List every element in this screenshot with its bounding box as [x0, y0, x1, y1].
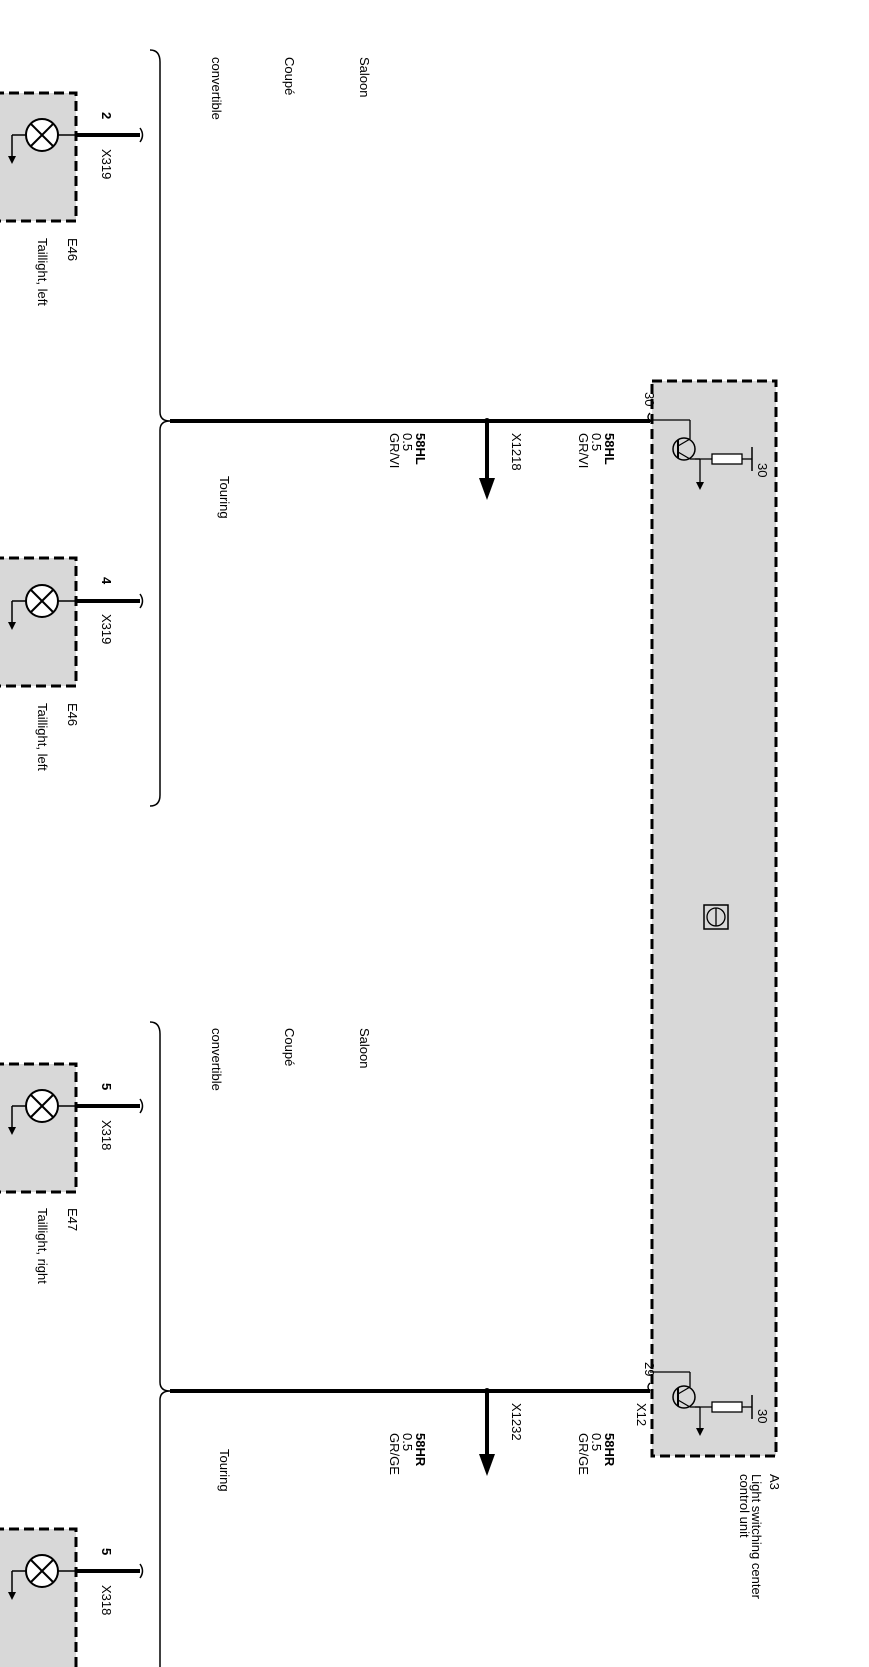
control-unit-symbol-icon — [703, 904, 729, 930]
lamp-4-connector: X318 — [99, 1585, 114, 1615]
lamp-2-name: Taillight, left — [35, 703, 50, 771]
lamp-3: 5 X318 E47 Taillight, right — [0, 1062, 144, 1284]
variant-left-coupe: Coupé — [282, 57, 297, 95]
wire-right-signal: 58HR — [602, 1433, 617, 1467]
control-unit-box — [650, 379, 778, 1458]
variant-right-convertible: convertible — [209, 1028, 224, 1091]
lamp-3-connector: X318 — [99, 1120, 114, 1150]
pin-right: 29 — [642, 1362, 657, 1376]
variant-right-touring: Touring — [217, 1449, 232, 1492]
wire-right-size-lower: 0.5 — [400, 1433, 415, 1451]
wire-left: 30 58HL 0.5 GR/VI X1218 58HL 0.5 GR/VI T… — [149, 49, 657, 807]
bulb-icon — [8, 584, 75, 630]
lamp-1: 2 X319 E46 Taillight, left — [0, 91, 144, 306]
variant-right-coupe: Coupé — [282, 1028, 297, 1066]
connector-right: X12 — [634, 1403, 649, 1426]
lamp-4: 5 X318 — [0, 1527, 144, 1667]
splice-arrow-left-icon — [479, 478, 495, 500]
variant-right-saloon: Saloon — [357, 1028, 372, 1068]
wire-left-signal-lower: 58HL — [413, 433, 428, 465]
lamp-4-pin: 5 — [99, 1548, 114, 1555]
wire-right-signal-lower: 58HR — [413, 1433, 428, 1467]
lamp-2-connector: X319 — [99, 614, 114, 644]
variant-brace-left — [149, 49, 171, 807]
splice-arrow-right-icon — [479, 1454, 495, 1476]
variant-left-touring: Touring — [217, 476, 232, 519]
output-stage-right-icon — [650, 1371, 753, 1436]
lamp-1-name: Taillight, left — [35, 238, 50, 306]
control-unit-id: A3 — [767, 1474, 782, 1490]
wire-right-size: 0.5 — [589, 1433, 604, 1451]
lamp-3-pin: 5 — [99, 1083, 114, 1090]
pin-left: 30 — [642, 392, 657, 406]
bulb-icon — [8, 1089, 75, 1135]
wire-left-size-lower: 0.5 — [400, 433, 415, 451]
wire-left-size: 0.5 — [589, 433, 604, 451]
control-unit-name-line2: control unit — [737, 1474, 752, 1538]
splice-left-id: X1218 — [509, 433, 524, 471]
lamp-1-connector: X319 — [99, 149, 114, 179]
variant-left-convertible: convertible — [209, 57, 224, 120]
lamp-1-id: E46 — [65, 238, 80, 261]
wire-left-signal: 58HL — [602, 433, 617, 465]
lamp-1-pin: 2 — [99, 112, 114, 119]
wire-right-color: GR/GE — [576, 1433, 591, 1475]
output-stage-left-icon — [649, 419, 753, 490]
variant-labels-left: Saloon Coupé convertible — [209, 57, 372, 120]
lamp-3-name: Taillight, right — [35, 1208, 50, 1284]
internal-pin-right: 30 — [755, 1409, 770, 1423]
lamp-2: 4 X319 E46 Taillight, left — [0, 556, 144, 771]
lamp-3-id: E47 — [65, 1208, 80, 1231]
variant-left-saloon: Saloon — [357, 57, 372, 97]
variant-brace-right — [149, 1021, 171, 1667]
control-unit-name-line1: Light switching center — [749, 1474, 764, 1600]
splice-right-id: X1232 — [509, 1403, 524, 1441]
internal-pin-left: 30 — [755, 463, 770, 477]
wire-left-color-lower: GR/VI — [387, 433, 402, 468]
wire-right-color-lower: GR/GE — [387, 1433, 402, 1475]
lamp-2-id: E46 — [65, 703, 80, 726]
wire-left-color: GR/VI — [576, 433, 591, 468]
control-unit-a3: 30 30 A3 Light switching center control … — [649, 379, 782, 1600]
lamp-2-pin: 4 — [99, 577, 114, 585]
variant-labels-right: Saloon Coupé convertible — [209, 1028, 372, 1091]
bulb-icon — [8, 118, 75, 164]
bulb-icon — [8, 1554, 75, 1600]
wire-right: 29 X12 58HR 0.5 GR/GE X1232 58HR 0.5 GR/… — [149, 1021, 657, 1667]
